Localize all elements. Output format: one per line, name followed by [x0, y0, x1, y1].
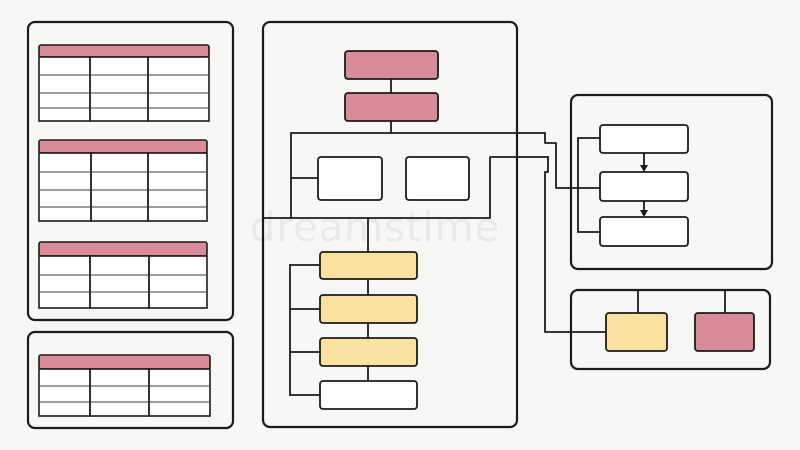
connector-to-top-right [544, 132, 601, 189]
output-node-pink [694, 312, 755, 352]
flow-node-1 [599, 124, 689, 154]
table-card-4 [38, 354, 211, 417]
table-card-4-body [38, 368, 211, 417]
top-node-2 [344, 92, 439, 122]
table-card-2-body [38, 152, 208, 222]
table-card-4-header [38, 354, 211, 370]
list-node-2 [319, 294, 418, 324]
arrow-down-icon [640, 165, 648, 172]
table-card-1-header [38, 44, 210, 58]
table-card-3 [38, 241, 208, 309]
list-node-1 [319, 251, 418, 280]
table-card-2 [38, 139, 208, 222]
top-node-1 [344, 50, 439, 80]
center-panel-frame [261, 20, 519, 429]
connector-to-bottom-right [544, 156, 607, 333]
lower-branch-line [262, 156, 549, 219]
arrow-down-icon [640, 210, 648, 217]
flow-node-2 [599, 171, 689, 202]
bottom-right-panel-frame [569, 288, 772, 371]
list-node-4 [319, 380, 418, 410]
list-node-3 [319, 337, 418, 367]
bottom-left-panel-frame [26, 330, 235, 430]
watermark-text: dreamstime [250, 205, 501, 251]
table-card-2-header [38, 139, 208, 154]
output-node-yellow [605, 312, 668, 352]
table-card-3-header [38, 241, 208, 257]
mid-node-left [317, 156, 383, 201]
bottom-left-panel [26, 330, 235, 430]
top-right-panel [569, 93, 774, 271]
center-panel [261, 20, 549, 429]
table-card-3-body [38, 255, 208, 309]
top-right-panel-frame [569, 93, 774, 271]
mid-node-right [405, 156, 470, 201]
left-panel [26, 20, 235, 322]
flow-node-3 [599, 216, 689, 247]
table-card-1-body [38, 56, 210, 122]
left-panel-frame [26, 20, 235, 322]
bottom-right-panel [569, 288, 772, 371]
table-card-1 [38, 44, 210, 122]
